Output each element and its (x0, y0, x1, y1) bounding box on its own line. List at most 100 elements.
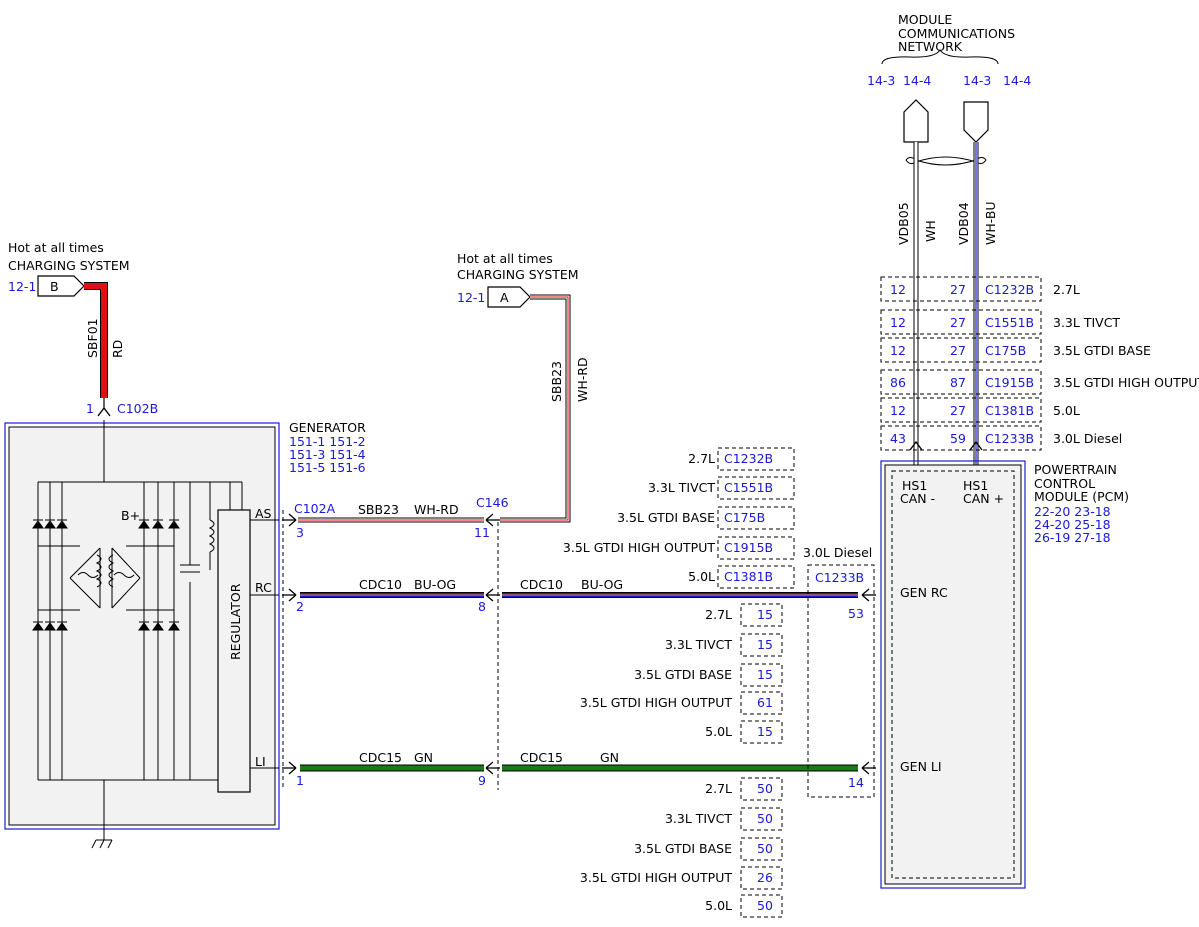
conn-variant-name[interactable]: C1551B (724, 480, 773, 495)
pcm-conn-name[interactable]: C1381B (985, 403, 1034, 418)
pcm-title-1: POWERTRAIN (1034, 462, 1117, 477)
generator-title: GENERATOR (289, 420, 366, 435)
vdb04-circuit: VDB04 (956, 202, 971, 245)
vdb05-color: WH (923, 220, 938, 242)
diode-icons (32, 519, 180, 631)
mcn-title-line-1: MODULE (898, 12, 952, 27)
diesel-connector-name[interactable]: C1233B (815, 570, 864, 585)
pcm-title-2: CONTROL (1034, 476, 1095, 491)
b-plus-label: B+ (121, 508, 140, 523)
as-wire-circuit: SBB23 (358, 502, 399, 517)
pcm-conn-pin-plus: 27 (950, 282, 966, 297)
rc-pin-box (740, 633, 783, 657)
conn-variant-label: 3.5L GTDI HIGH OUTPUT (563, 540, 715, 555)
conn-variant-name[interactable]: C1381B (724, 569, 773, 584)
hot-a-title-1: Hot at all times (457, 251, 553, 266)
mcn-title: MODULE COMMUNICATIONS NETWORK (898, 12, 1015, 54)
li-pin-number: 26 (757, 870, 773, 885)
c146-pin-11: 11 (474, 525, 490, 540)
conn-variant-name[interactable]: C1232B (724, 451, 773, 466)
pcm-conn-label: 3.5L GTDI BASE (1053, 343, 1151, 358)
generator-ref-2[interactable]: 151-3 151-4 (289, 447, 366, 462)
pcm-ref-3[interactable]: 26-19 27-18 (1034, 530, 1111, 545)
hot-a-ref[interactable]: 12-1 (457, 290, 485, 305)
rc-pin-box (740, 663, 783, 687)
pcm-conn-label: 3.3L TIVCT (1053, 315, 1120, 330)
mcn-ref-4[interactable]: 14-4 (1003, 73, 1031, 88)
conn-variant-box (717, 536, 795, 560)
conn-variant-name[interactable]: C175B (724, 510, 765, 525)
hot-b-label: Hot at all times CHARGING SYSTEM (8, 240, 130, 273)
li-pin-number: 50 (757, 898, 773, 913)
li-pin-label: 3.3L TIVCT (665, 811, 732, 826)
mcn-ref-3[interactable]: 14-3 (963, 73, 991, 88)
rc-pin-label: 3.3L TIVCT (665, 637, 732, 652)
pcm-hs1-minus-2: CAN - (900, 491, 935, 506)
pcm-conn-label: 5.0L (1053, 403, 1080, 418)
sbb23-color: WH-RD (575, 357, 590, 402)
li-pin-box (740, 894, 783, 918)
rc-pin-box (740, 691, 783, 715)
gen-pin-as: AS (255, 506, 272, 521)
generator-ref-3[interactable]: 151-5 151-6 (289, 460, 366, 475)
li-pin-label: 2.7L (705, 781, 732, 796)
c102b-pin-icon (97, 406, 111, 417)
rc-pin-box (740, 603, 783, 627)
conn-variant-box (717, 506, 795, 530)
li1-color: GN (414, 750, 433, 765)
c102a-name[interactable]: C102A (294, 501, 336, 516)
li2-circuit: CDC15 (520, 750, 563, 765)
pcm-ref-2[interactable]: 24-20 25-18 (1034, 517, 1111, 532)
wire-sbb23[interactable] (500, 294, 571, 523)
mcn-ref-2[interactable]: 14-4 (903, 73, 931, 88)
pcm-conn-name[interactable]: C1551B (985, 315, 1034, 330)
c146-name[interactable]: C146 (476, 495, 509, 510)
gen-pin-li: LI (255, 754, 266, 769)
conn-variant-name[interactable]: C1915B (724, 540, 773, 555)
pcm-conn-pin-minus: 12 (890, 343, 906, 358)
mcn-connector-left (903, 99, 929, 143)
as-wire-color: WH-RD (414, 502, 459, 517)
pcm-conn-name[interactable]: C1915B (985, 375, 1034, 390)
pcm-connector-outline (891, 470, 1015, 879)
rc-pin-label: 2.7L (705, 607, 732, 622)
li-pin-box (740, 807, 783, 831)
li-pin-box (740, 837, 783, 861)
mcn-brace (881, 49, 999, 65)
sbf01-color: RD (110, 340, 125, 358)
pcm-hs1-plus-1: HS1 (963, 478, 988, 493)
pcm-conn-name[interactable]: C175B (985, 343, 1026, 358)
li-pin-number: 50 (757, 841, 773, 856)
pcm-ref-1[interactable]: 22-20 23-18 (1034, 504, 1111, 519)
regulator-block[interactable] (217, 509, 251, 793)
conn-variant-label: 2.7L (688, 451, 715, 466)
rc-pin-box (740, 720, 783, 744)
pcm-conn-pin-plus: 27 (950, 343, 966, 358)
mcn-ref-1[interactable]: 14-3 (867, 73, 895, 88)
conn-variant-box (717, 447, 795, 471)
generator-outline (4, 422, 280, 830)
pcm-body[interactable] (884, 464, 1022, 885)
wire-sbf01[interactable] (84, 282, 108, 398)
generator-ref-1[interactable]: 151-1 151-2 (289, 434, 366, 449)
diesel-li-pin: 14 (848, 775, 864, 790)
conn-variant-label: 3.5L GTDI BASE (617, 510, 715, 525)
pcm-conn-row (880, 369, 1042, 395)
conn-variant-label: 5.0L (688, 569, 715, 584)
hot-b-ref[interactable]: 12-1 (8, 279, 36, 294)
li-pin-label: 5.0L (705, 898, 732, 913)
generator-internal-circuit (37, 420, 243, 849)
pcm-conn-name[interactable]: C1233B (985, 431, 1034, 446)
li-pin-number: 50 (757, 811, 773, 826)
hot-b-connector (37, 275, 85, 297)
pcm-conn-pin-plus: 87 (950, 375, 966, 390)
c102b-name[interactable]: C102B (117, 401, 158, 416)
pcm-conn-name[interactable]: C1232B (985, 282, 1034, 297)
mcn-connector-right (963, 101, 989, 143)
pcm-gen-rc: GEN RC (900, 585, 948, 600)
diesel-label: 3.0L Diesel (803, 545, 872, 560)
pcm-conn-row (880, 276, 1042, 302)
li-pin-box (740, 866, 783, 890)
